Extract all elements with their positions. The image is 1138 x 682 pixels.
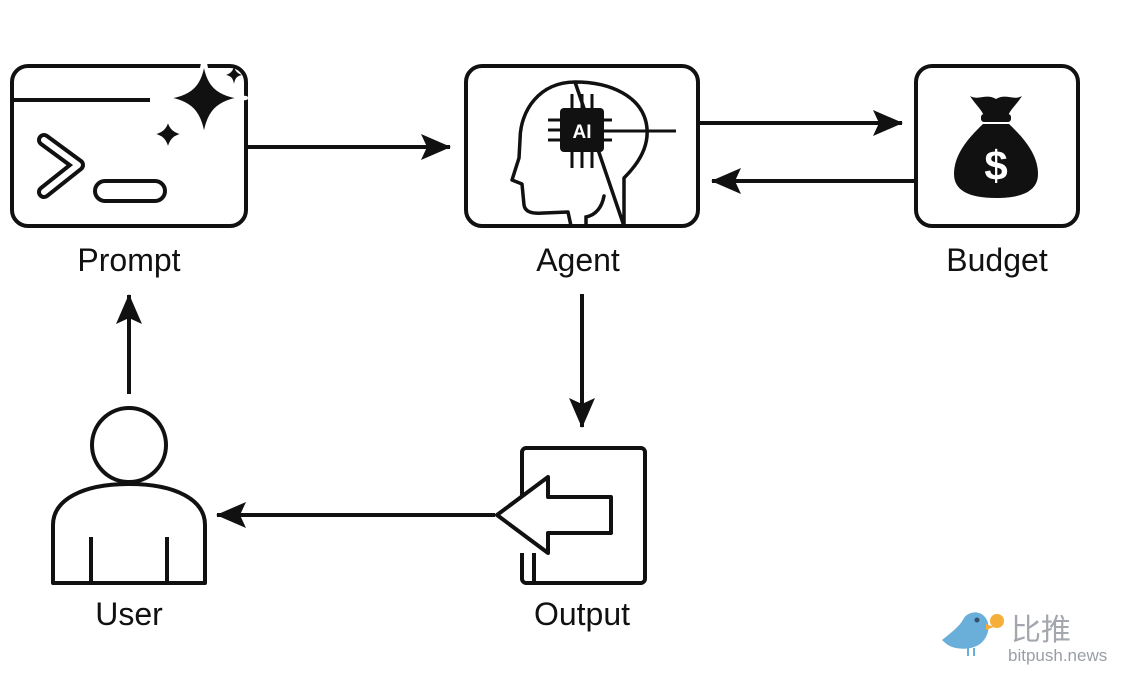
terminal-icon (12, 98, 167, 203)
bitpush-watermark: 比推 bitpush.news (942, 612, 1107, 665)
bird-logo-icon (942, 612, 1004, 656)
dollar-symbol: $ (984, 142, 1007, 189)
user-icon (51, 406, 207, 585)
prompt-label: Prompt (77, 242, 180, 278)
ai-head-icon: AI (510, 80, 676, 228)
prompt-node: Prompt (10, 55, 248, 278)
flow-arrows (116, 110, 914, 528)
output-label: Output (534, 596, 630, 632)
watermark-brand-url: bitpush.news (1008, 646, 1107, 665)
agent-label: Agent (536, 242, 620, 278)
budget-node: $ Budget (914, 64, 1080, 278)
watermark-brand-cn: 比推 (1011, 613, 1071, 648)
money-bag-icon: $ (954, 96, 1038, 198)
output-arrow-icon (495, 475, 613, 555)
ai-chip-text: AI (573, 122, 592, 143)
sparkle-icon (148, 55, 248, 154)
output-node: Output (495, 446, 647, 632)
ai-chip-icon: AI (548, 94, 676, 168)
user-node: User (51, 406, 207, 632)
budget-label: Budget (946, 242, 1048, 278)
agent-node: AI Agent (464, 64, 700, 278)
user-label: User (95, 596, 163, 632)
